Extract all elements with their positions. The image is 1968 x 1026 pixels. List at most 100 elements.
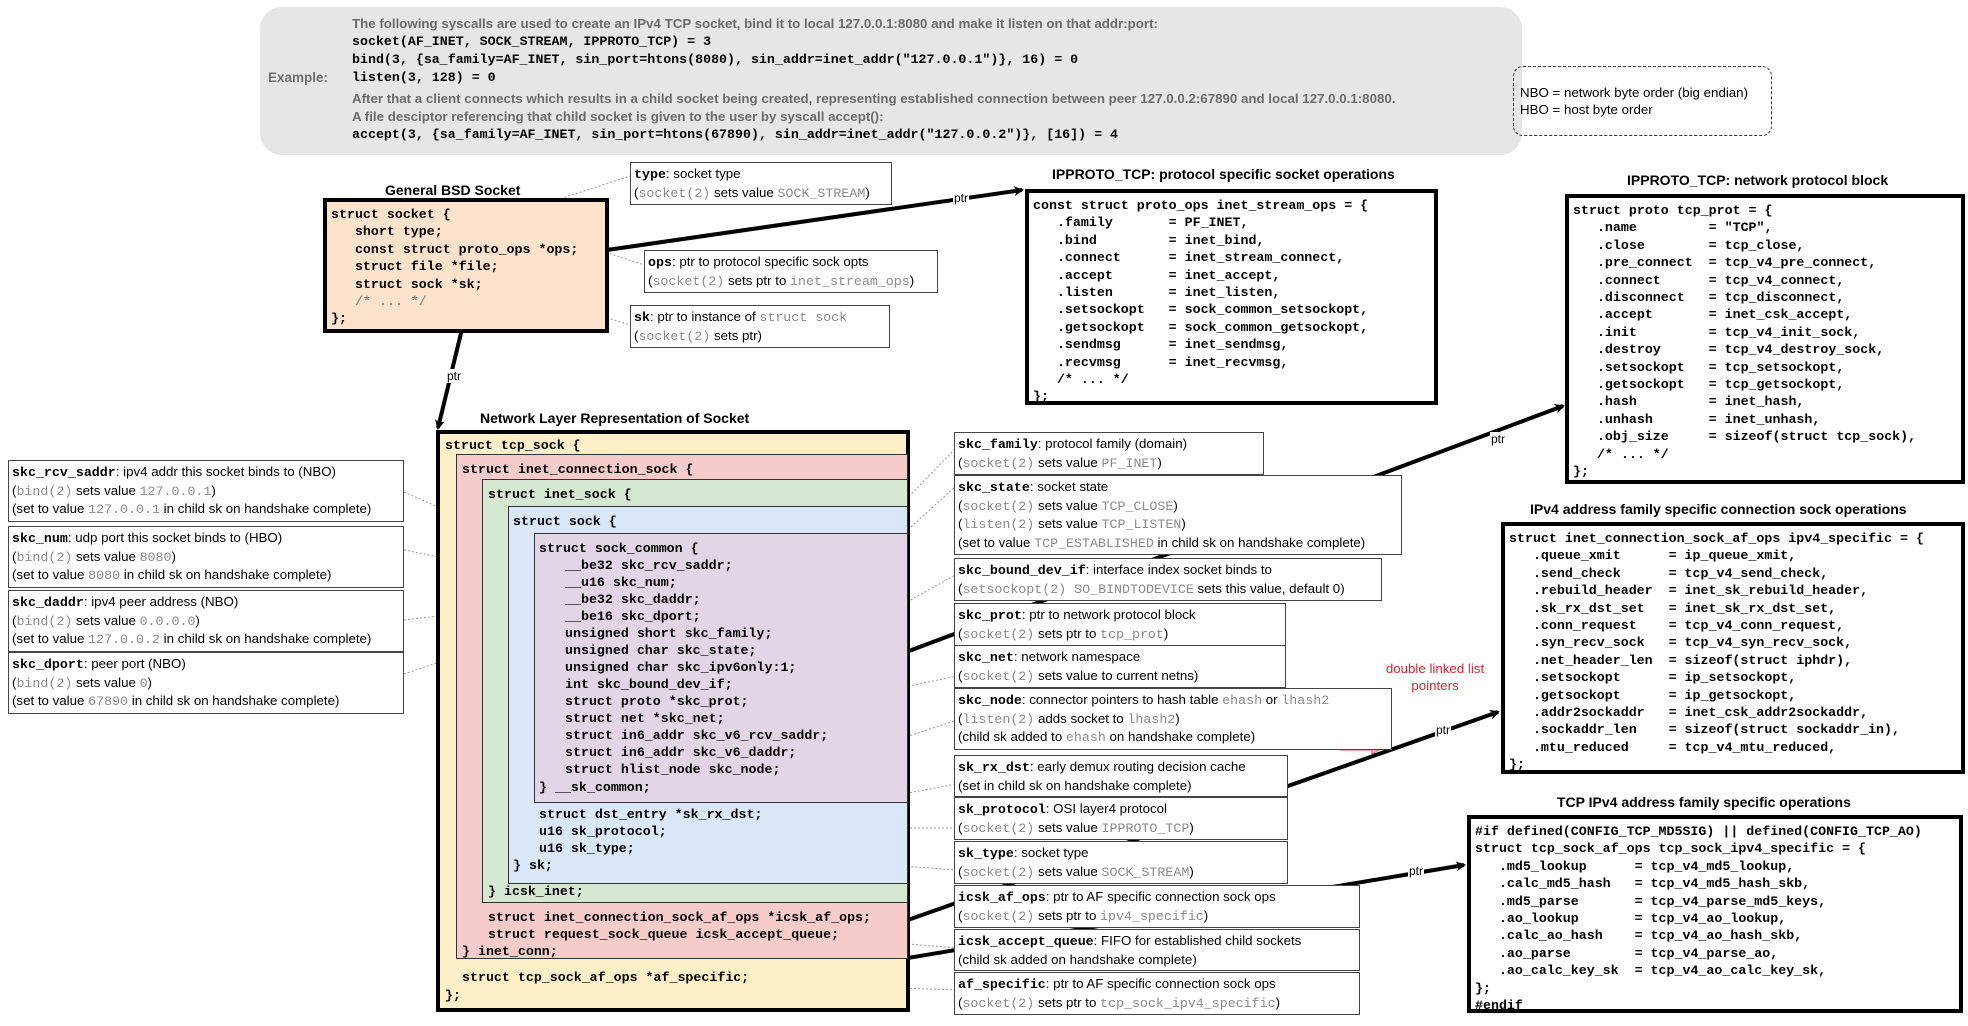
annotation-key: skc_prot	[958, 608, 1022, 623]
annotation-value: tcp_sock_ipv4_specific	[1100, 995, 1276, 1011]
leader-net	[747, 675, 958, 721]
annotation-key: sk_rx_dst	[958, 760, 1030, 775]
annotation-key: skc_family	[958, 437, 1038, 452]
paren: (	[634, 184, 639, 200]
byte-order-legend: NBO = network byte order (big endian) HB…	[1513, 66, 1772, 136]
sock-close: } sk;	[513, 858, 553, 873]
ipv4-specific-code: struct inet_connection_sock_af_ops ipv4_…	[1509, 531, 1924, 773]
sock-open: struct sock {	[513, 514, 617, 529]
annotation-text: in child sk on handshake complete)	[120, 567, 332, 582]
annotation-desc: : FIFO for established child sockets	[1093, 933, 1302, 948]
annotation-key: sk	[634, 310, 650, 325]
tcp-sock-ipv4-specific-code: #if defined(CONFIG_TCP_MD5SIG) || define…	[1475, 824, 1922, 1014]
annotation-skc-family: skc_family: protocol family (domain) (so…	[954, 432, 1264, 475]
annotation-icsk-accept-queue: icsk_accept_queue: FIFO for established …	[954, 929, 1360, 971]
legend-nbo: NBO = network byte order (big endian)	[1520, 85, 1749, 100]
annotation-text: (set to value	[12, 693, 89, 708]
sock-common-field: __be16 skc_dport;	[565, 609, 701, 624]
annotation-value: inet_stream_ops	[790, 273, 910, 289]
annotation-desc: : ptr to protocol specific sock opts	[671, 254, 869, 269]
annotation-af-specific: af_specific: ptr to AF specific connecti…	[954, 972, 1360, 1015]
syscall-ref: bind(2)	[16, 549, 73, 565]
annotation-value: 127.0.0.1	[139, 483, 212, 499]
annotation-skc-rcv-saddr: skc_rcv_saddr: ipv4 addr this socket bin…	[8, 460, 404, 522]
annotation-desc: : socket type	[1013, 845, 1089, 860]
annotation-key: skc_dport	[12, 657, 84, 672]
annotation-text: (set to value	[12, 501, 89, 516]
example-call-bind: bind(3, {sa_family=AF_INET, sin_port=hto…	[352, 52, 1079, 67]
annotation-text: in child sk on handshake complete)	[1153, 534, 1366, 550]
icsk-open: struct inet_connection_sock {	[462, 462, 694, 477]
example-after-2: A file desciptor referencing that child …	[352, 109, 884, 124]
sock-common-fields: __be32 skc_rcv_saddr;__u16 skc_num;__be3…	[565, 557, 828, 778]
sock-common-field: struct proto *skc_prot;	[565, 694, 749, 709]
icsk-close: } inet_conn;	[462, 944, 558, 959]
sock-common-field: __u16 skc_num;	[565, 575, 677, 590]
ipv4-specific-title: IPv4 address family specific connection …	[1530, 501, 1907, 517]
annotation-value: TCP_LISTEN	[1101, 517, 1182, 532]
annotation-text: sets ptr to	[1034, 907, 1101, 923]
inet-stream-ops-code: const struct proto_ops inet_stream_ops =…	[1033, 198, 1369, 405]
annotation-desc: : ptr to AF specific connection sock ops	[1045, 889, 1276, 904]
syscall-ref: socket(2)	[638, 185, 711, 201]
syscall-ref: socket(2)	[652, 273, 725, 289]
annotation-desc: : peer port (NBO)	[83, 656, 186, 671]
leader-ops	[601, 250, 645, 266]
ptr-ops-arrow	[599, 186, 1024, 253]
tcp-sock-fields: struct tcp_sock_af_ops *af_specific;	[462, 969, 749, 986]
syscall-ref: bind(2)	[16, 675, 73, 691]
syscall-ref: socket(2)	[962, 668, 1035, 684]
tcp-prot-box: struct proto tcp_prot = { .name = "TCP",…	[1565, 194, 1965, 484]
annotation-skc-state: skc_state: socket state (socket(2) sets …	[954, 475, 1402, 555]
example-label: Example:	[268, 70, 329, 85]
sock-common-open: struct sock_common {	[539, 541, 699, 556]
syscall-ref: bind(2)	[16, 613, 73, 629]
syscall-ref: bind(2)	[16, 483, 73, 499]
example-banner: Example: The following syscalls are used…	[260, 7, 1522, 155]
sock-common-field: unsigned short skc_family;	[565, 626, 773, 641]
annotation-value: ehash	[1222, 693, 1263, 708]
annotation-value: PF_INET	[1101, 455, 1158, 471]
syscall-ref: socket(2)	[962, 626, 1035, 642]
annotation-ops: ops: ptr to protocol specific sock opts …	[644, 250, 938, 293]
inet-stream-ops-box: const struct proto_ops inet_stream_ops =…	[1025, 189, 1438, 405]
ptr-label-ops: ptr	[953, 191, 970, 205]
annotation-key: skc_node	[958, 693, 1022, 708]
annotation-key: skc_num	[12, 531, 68, 546]
annotation-text: or	[1262, 692, 1282, 707]
annotation-text: sets value to current netns)	[1034, 667, 1199, 683]
annotation-text: sets value	[72, 674, 140, 690]
annotation-text: in child sk on handshake complete)	[159, 631, 372, 646]
annotation-key: skc_rcv_saddr	[12, 465, 116, 480]
tcp-prot-code: struct proto tcp_prot = { .name = "TCP",…	[1573, 203, 1917, 480]
sock-common-close: } __sk_common;	[539, 780, 651, 795]
annotation-sk-protocol: sk_protocol: OSI layer4 protocol (socket…	[954, 797, 1288, 840]
annotation-value: 0.0.0.0	[139, 613, 196, 629]
annotation-value: lhash2	[1127, 711, 1176, 727]
tcp-sock-field: struct tcp_sock_af_ops *af_specific;	[462, 970, 750, 985]
annotation-desc: : udp port this socket binds to (HBO)	[67, 530, 283, 545]
paren: (	[634, 327, 639, 343]
annotation-key: sk_type	[958, 846, 1014, 861]
annotation-skc-dport: skc_dport: peer port (NBO) (bind(2) sets…	[8, 652, 404, 714]
annotation-text: sets value	[710, 184, 778, 200]
sock-common-field: unsigned char skc_state;	[565, 643, 757, 658]
example-call-accept: accept(3, {sa_family=AF_INET, sin_port=h…	[352, 127, 1119, 142]
annotation-text: (set to value	[12, 567, 89, 582]
annotation-text: adds socket to	[1034, 710, 1128, 726]
sock-common-field: struct net *skc_net;	[565, 711, 725, 726]
annotation-key: skc_net	[958, 650, 1014, 665]
tcp-sock-open: struct tcp_sock {	[445, 438, 581, 453]
annotation-text: on handshake complete)	[1105, 729, 1256, 744]
annotation-key: type	[634, 167, 666, 182]
syscall-ref: socket(2)	[962, 820, 1035, 836]
paren: )	[909, 272, 915, 288]
annotation-key: skc_daddr	[12, 595, 84, 610]
syscall-ref: listen(2)	[962, 517, 1035, 532]
sock-common-field: unsigned char skc_ipv6only:1;	[565, 660, 797, 675]
annotation-key: af_specific	[958, 977, 1046, 992]
annotation-value: ipv4_specific	[1100, 908, 1204, 924]
annotation-sk-type: sk_type: socket type (socket(2) sets val…	[954, 841, 1288, 884]
sock-common-field: __be32 skc_rcv_saddr;	[565, 558, 733, 573]
annotation-text: sets this value, default 0)	[1193, 580, 1345, 596]
